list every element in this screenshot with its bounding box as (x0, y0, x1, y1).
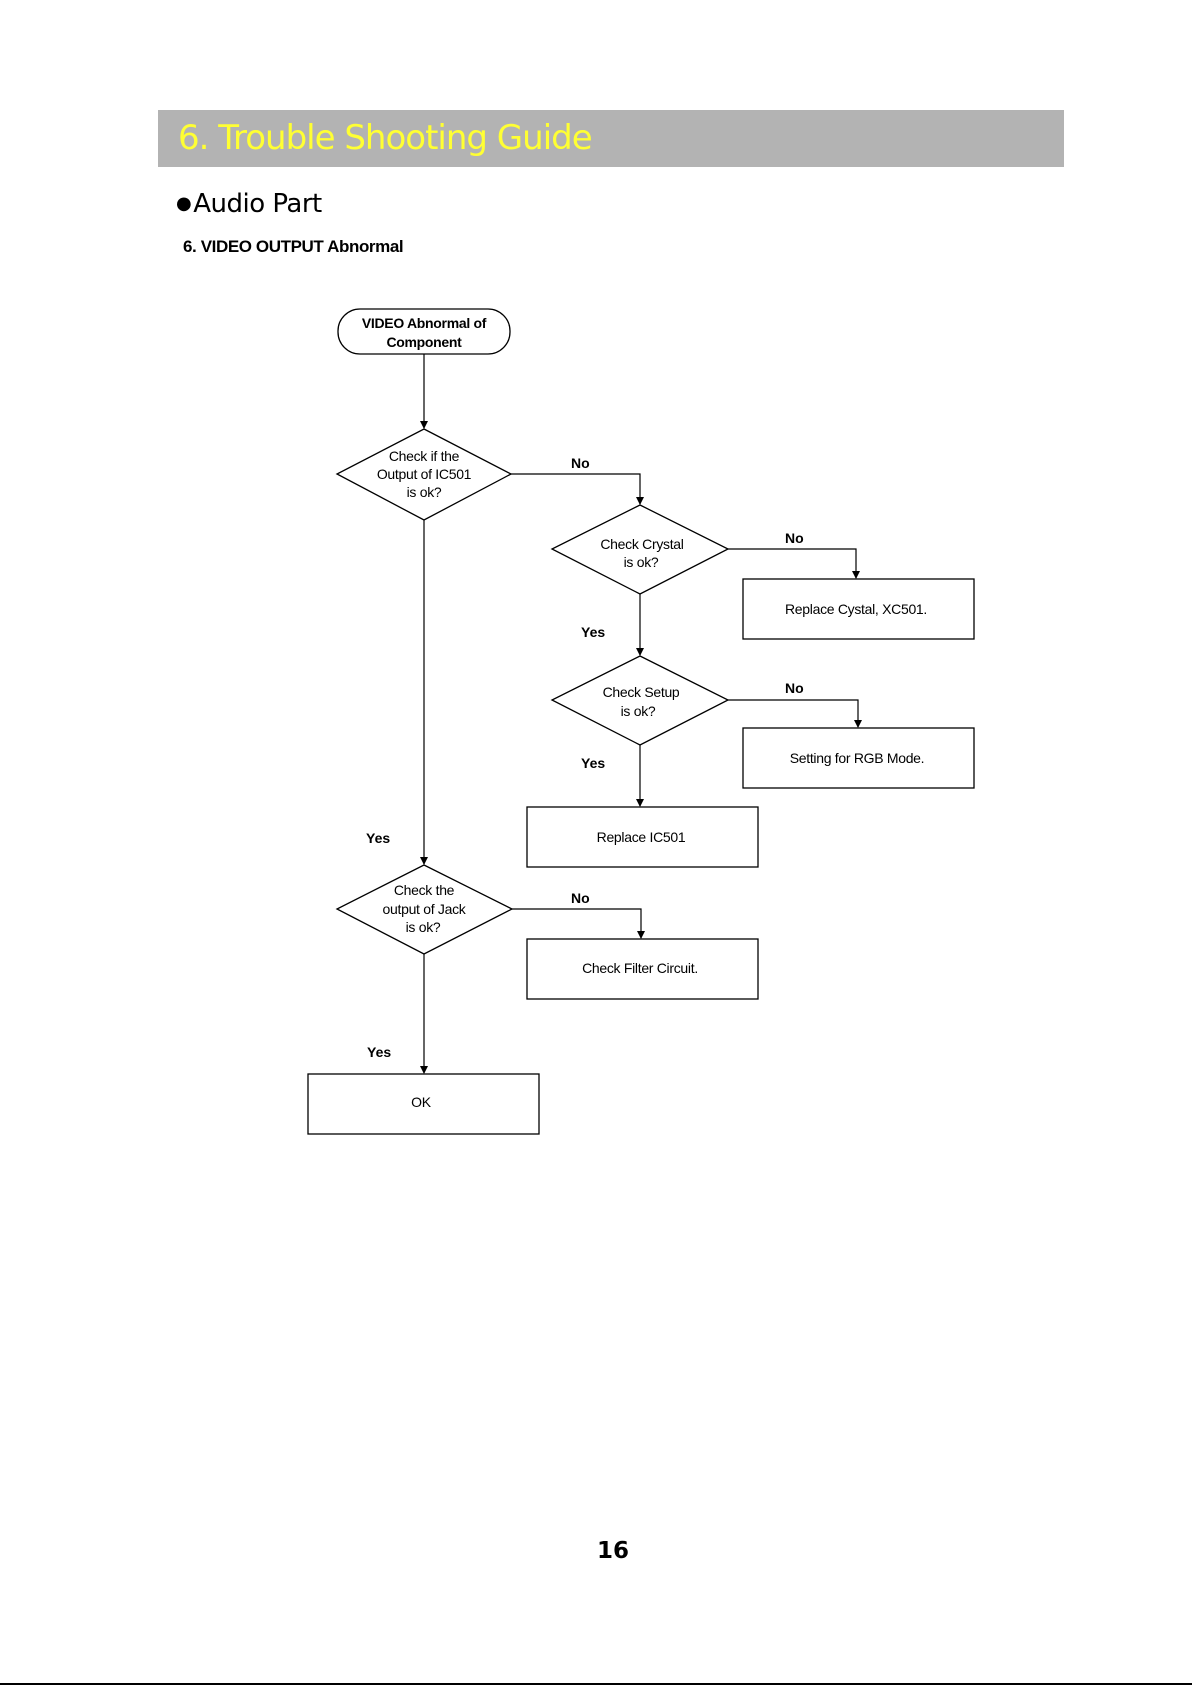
decision-ic501-line-2: Output of IC501 (377, 466, 472, 482)
page-number: 16 (596, 1538, 629, 1564)
decision-setup-line-1: Check Setup (603, 684, 680, 700)
process-replace-ic501: Replace IC501 (526, 806, 759, 868)
label-no-jack: No (571, 890, 590, 906)
connector-crystal-no (728, 548, 860, 579)
decision-jack-line-3: is ok? (406, 919, 441, 935)
bottom-rule (0, 1683, 1192, 1685)
label-yes-crystal: Yes (581, 624, 605, 640)
decision-setup-line-2: is ok? (621, 703, 656, 719)
process-replace-ic501-label: Replace IC501 (597, 829, 686, 845)
process-ok: OK (307, 1073, 540, 1135)
start-node: VIDEO Abnormal of Component (337, 308, 511, 355)
subsection-heading: 6. VIDEO OUTPUT Abnormal (183, 237, 404, 256)
decision-crystal-line-2: is ok? (624, 554, 659, 570)
start-node-line-1: VIDEO Abnormal of (362, 315, 487, 331)
label-yes-ic501: Yes (366, 830, 390, 846)
connector-setup-no (728, 699, 862, 728)
process-replace-crystal: Replace Cystal, XC501. (742, 578, 975, 640)
branch-labels: No No Yes No Yes Yes No Yes (366, 455, 804, 1060)
section-heading: ●Audio Part (176, 188, 322, 222)
decision-jack: Check the output of Jack is ok? (335, 864, 514, 955)
start-node-line-2: Component (386, 334, 462, 350)
label-no-crystal: No (785, 530, 804, 546)
label-yes-setup: Yes (581, 755, 605, 771)
decision-crystal: Check Crystal is ok? (550, 504, 730, 595)
label-yes-jack: Yes (367, 1044, 391, 1060)
connector-ic501-no (510, 473, 644, 505)
process-setting-rgb: Setting for RGB Mode. (742, 727, 975, 789)
bullet-icon: ● (176, 193, 192, 214)
process-setting-rgb-label: Setting for RGB Mode. (790, 750, 925, 766)
process-replace-crystal-label: Replace Cystal, XC501. (785, 601, 927, 617)
label-no-ic501: No (571, 455, 590, 471)
decision-jack-line-2: output of Jack (383, 901, 467, 917)
decision-jack-line-1: Check the (394, 882, 455, 898)
connector-jack-no (512, 908, 645, 939)
decision-setup: Check Setup is ok? (550, 655, 730, 746)
process-ok-label: OK (411, 1094, 432, 1110)
decision-ic501-line-3: is ok? (407, 484, 442, 500)
page-title: 6. Trouble Shooting Guide (178, 118, 593, 158)
title-bar: 6. Trouble Shooting Guide (158, 110, 1064, 167)
process-check-filter-label: Check Filter Circuit. (582, 960, 698, 976)
label-no-setup: No (785, 680, 804, 696)
decision-ic501-line-1: Check if the (389, 448, 460, 464)
decision-ic501: Check if the Output of IC501 is ok? (335, 428, 513, 521)
decision-crystal-line-1: Check Crystal (600, 536, 683, 552)
process-check-filter: Check Filter Circuit. (526, 938, 759, 1000)
section-label: Audio Part (193, 189, 322, 219)
connectors (420, 354, 862, 1074)
